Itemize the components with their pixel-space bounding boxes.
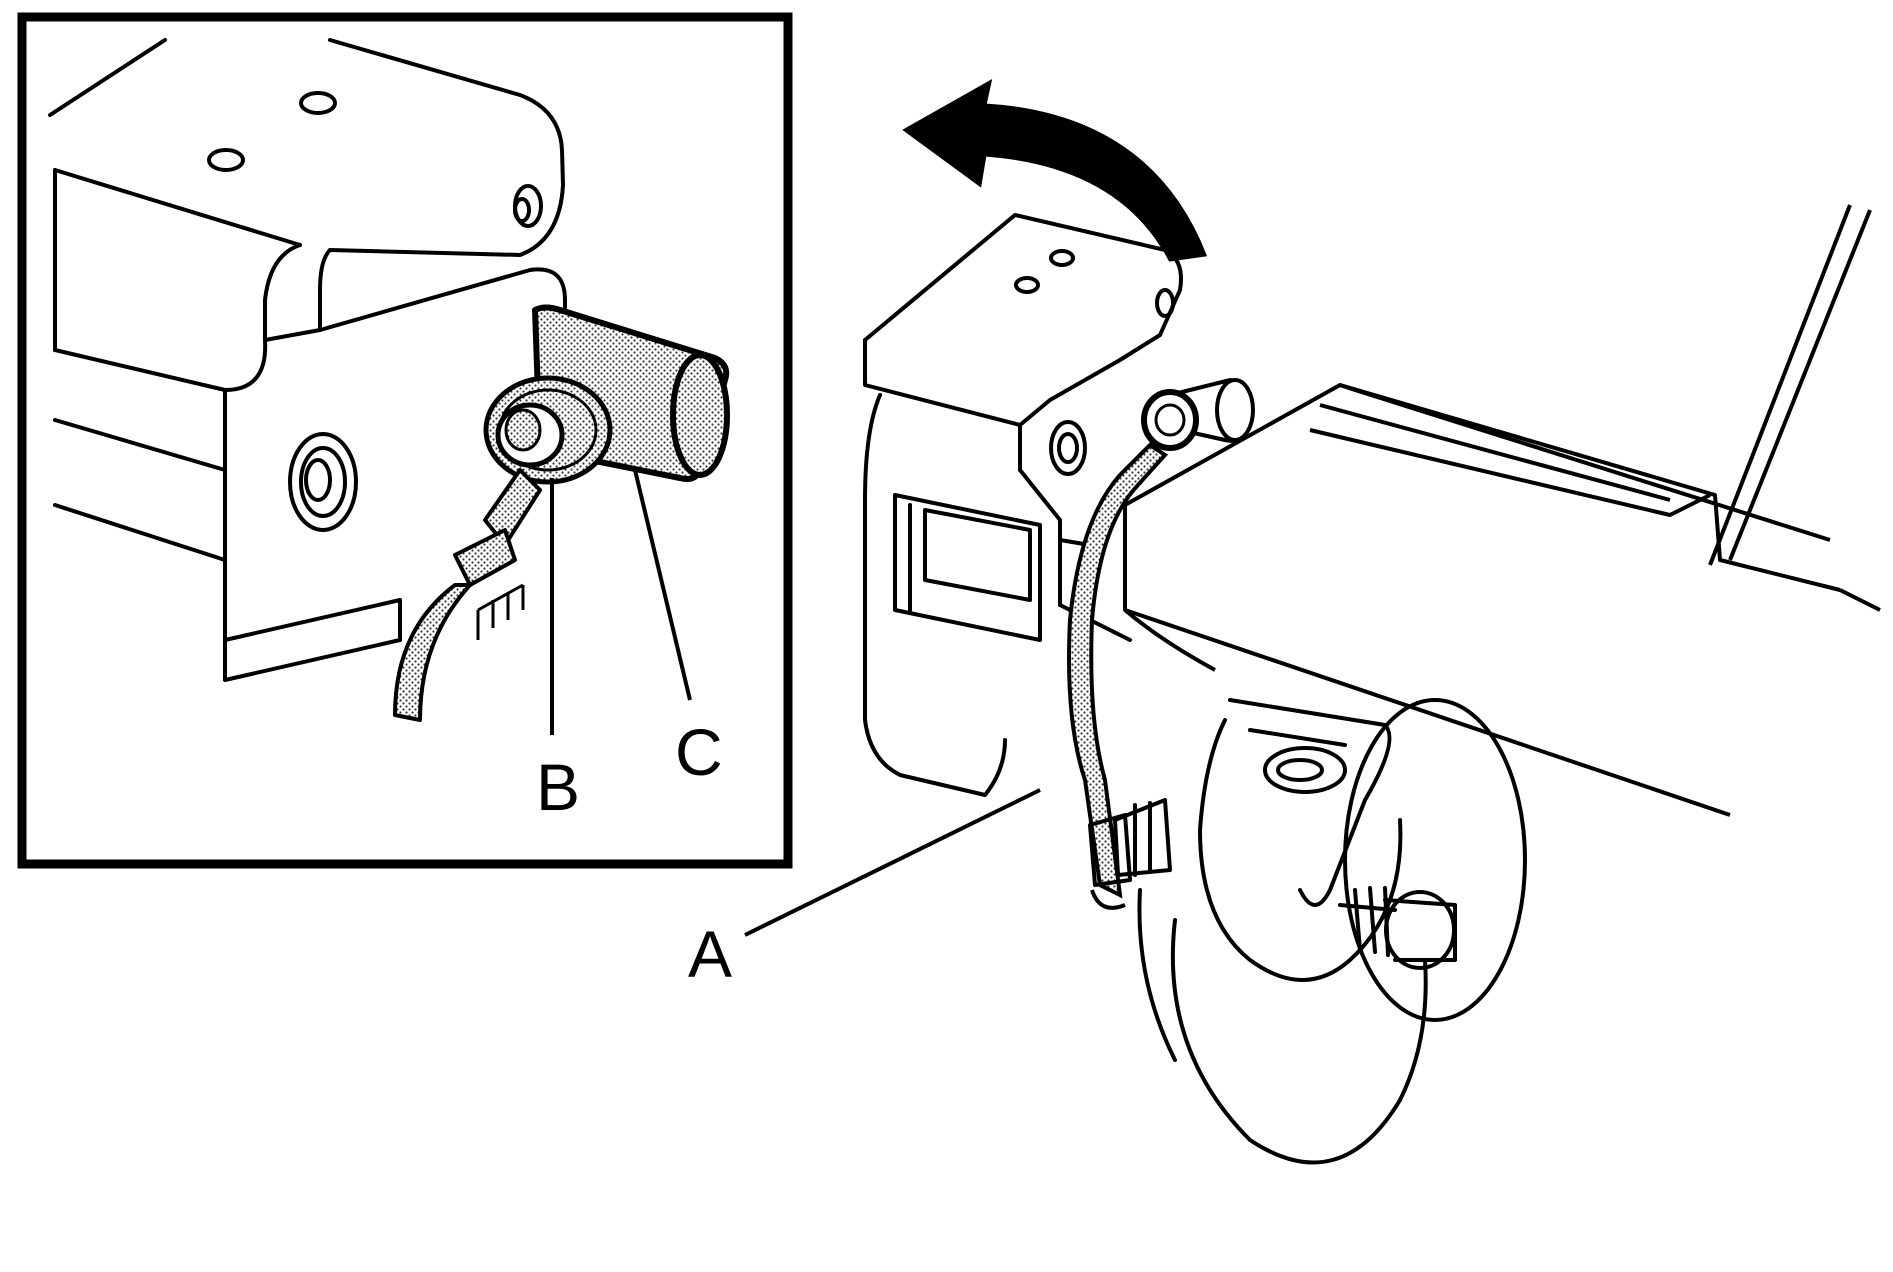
inset-leaders: [550, 469, 692, 735]
hitch-head: [863, 213, 1183, 797]
retainer-ring: [483, 375, 613, 485]
shackle: [1088, 698, 1527, 1165]
callout-a: A: [688, 917, 732, 991]
rotation-arrow: [902, 79, 1208, 262]
main-locking-pin: [1141, 377, 1255, 451]
callout-b: B: [536, 750, 580, 824]
leader-a: [744, 788, 1041, 937]
inset-tether-cable: [393, 468, 542, 722]
detail-inset: B C: [17, 12, 793, 869]
trailer-bed: [1123, 204, 1881, 817]
main-tether-cable: [1067, 442, 1169, 910]
main-view: A: [688, 79, 1881, 1165]
inset-hitch-body: [48, 38, 567, 682]
callout-c: C: [675, 715, 723, 789]
inset-texture-ticks: [476, 583, 525, 640]
